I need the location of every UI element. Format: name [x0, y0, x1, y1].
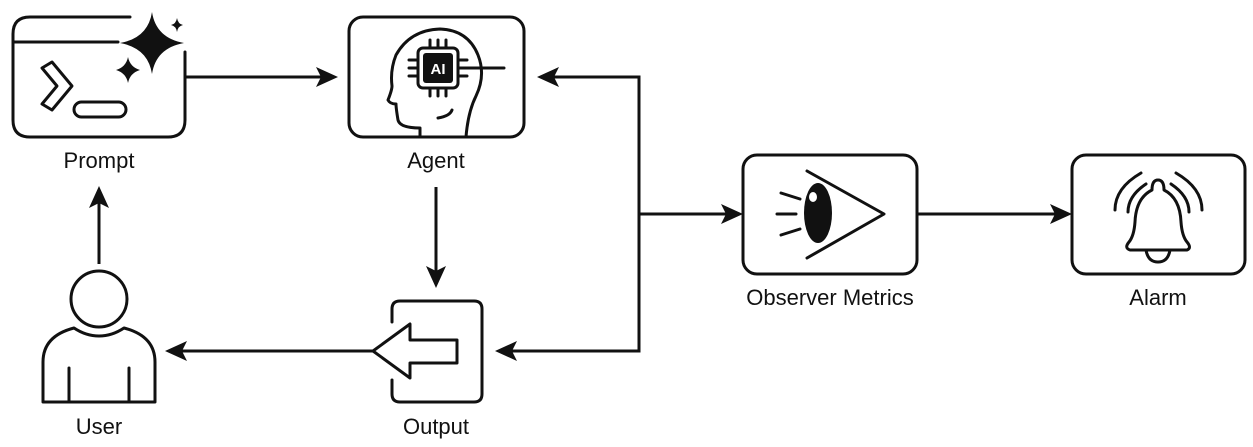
- node-agent[interactable]: AI Agent: [347, 15, 526, 173]
- user-label: User: [76, 414, 122, 439]
- alarm-box: [1070, 153, 1247, 276]
- edge-agent-to-output: [426, 187, 446, 288]
- node-user[interactable]: User: [41, 269, 157, 439]
- ai-chip-text: AI: [431, 61, 446, 78]
- user-icon: [41, 269, 157, 404]
- output-arrow-icon: [371, 299, 484, 404]
- agent-box: [347, 15, 526, 139]
- edge-junction-to-agent: [537, 67, 559, 87]
- alarm-label: Alarm: [1129, 285, 1186, 310]
- edge-junction-trunk: [511, 75, 641, 353]
- node-observer-metrics[interactable]: Observer Metrics: [741, 153, 919, 310]
- agent-label: Agent: [407, 148, 465, 173]
- edge-prompt-to-agent: [186, 67, 338, 87]
- edge-output-to-user: [165, 341, 373, 361]
- observer-label: Observer Metrics: [746, 285, 913, 310]
- edge-observer-to-alarm: [917, 204, 1072, 224]
- node-output[interactable]: Output: [371, 299, 484, 439]
- ai-head-icon: AI: [386, 27, 506, 139]
- edge-junction-to-observer: [639, 204, 743, 224]
- terminal-sparkle-icon: [11, 12, 187, 139]
- edge-user-to-prompt: [89, 186, 109, 264]
- node-prompt[interactable]: Prompt: [11, 12, 187, 173]
- prompt-label: Prompt: [64, 148, 135, 173]
- bell-ringing-icon: [1113, 171, 1204, 264]
- node-alarm[interactable]: Alarm: [1070, 153, 1247, 310]
- eye-icon: [775, 169, 886, 260]
- edge-junction-to-output: [495, 341, 517, 361]
- output-label: Output: [403, 414, 469, 439]
